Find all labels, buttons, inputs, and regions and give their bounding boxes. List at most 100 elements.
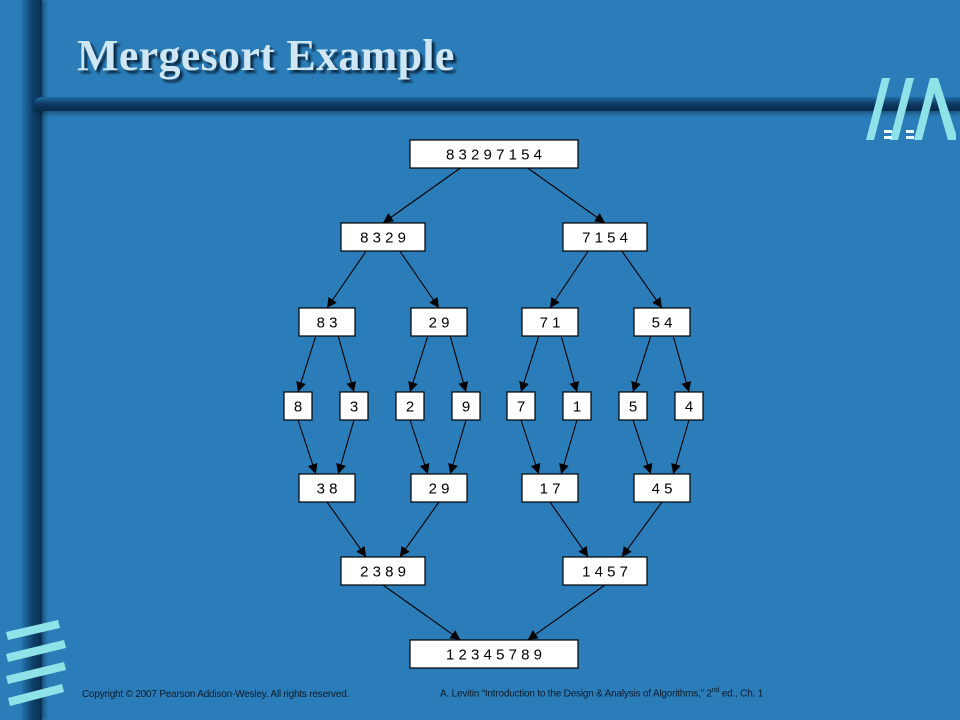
array-node-label: 8 3 2 9 7 1 5 4: [446, 147, 542, 164]
array-node-13: 5: [618, 391, 648, 421]
array-node-label: 2 3 8 9: [360, 564, 406, 581]
citation-text: A. Levitin “Introduction to the Design &…: [440, 688, 712, 700]
array-node-box: [562, 391, 592, 421]
citation-text-end: ed., Ch. 1: [719, 688, 764, 700]
array-node-label: 7 1 5 4: [582, 230, 628, 247]
array-node-label: 2: [406, 399, 414, 416]
array-node-box: [340, 222, 426, 252]
tree-edge-6: [296, 335, 317, 393]
array-node-16: 2 9: [410, 473, 468, 503]
tree-edge-10: [519, 335, 540, 393]
array-node-label: 1 7: [540, 481, 561, 498]
tree-edge-16: [409, 419, 430, 475]
array-node-box: [340, 556, 426, 586]
array-node-label: 2 9: [429, 315, 450, 332]
array-node-label: 3: [350, 399, 358, 416]
array-node-label: 4 5: [652, 481, 673, 498]
array-node-4: 2 9: [410, 307, 468, 337]
array-node-20: 1 4 5 7: [562, 556, 648, 586]
array-node-15: 3 8: [298, 473, 356, 503]
array-node-box: [283, 391, 313, 421]
array-node-label: 7 1: [540, 315, 561, 332]
array-node-box: [521, 307, 579, 337]
array-node-box: [410, 473, 468, 503]
array-node-label: 3 8: [317, 481, 338, 498]
array-node-box: [633, 473, 691, 503]
array-node-label: 8 3 2 9: [360, 230, 406, 247]
array-node-box: [298, 307, 356, 337]
tree-edge-1: [527, 167, 606, 224]
tree-edge-18: [520, 419, 541, 475]
array-node-5: 7 1: [521, 307, 579, 337]
array-node-label: 1 2 3 4 5 7 8 9: [446, 647, 542, 664]
array-node-8: 3: [339, 391, 369, 421]
array-node-box: [562, 222, 648, 252]
tree-edge-20: [632, 419, 653, 475]
tree-edge-22: [326, 501, 367, 558]
array-node-label: 8 3: [317, 315, 338, 332]
tree-edge-15: [336, 419, 355, 475]
array-node-6: 5 4: [633, 307, 691, 337]
array-node-label: 1 4 5 7: [582, 564, 628, 581]
tree-edge-4: [549, 250, 589, 309]
array-node-box: [409, 639, 579, 669]
tree-edge-24: [549, 501, 589, 558]
array-node-label: 2 9: [429, 481, 450, 498]
tree-edge-2: [326, 250, 367, 309]
tree-edge-17: [448, 419, 467, 475]
array-node-box: [674, 391, 704, 421]
array-node-label: 8: [294, 399, 302, 416]
title-underline-bar: [34, 97, 960, 111]
array-node-box: [451, 391, 481, 421]
array-node-box: [298, 473, 356, 503]
tree-edge-5: [621, 250, 663, 309]
array-node-3: 8 3: [298, 307, 356, 337]
tree-edge-9: [449, 335, 469, 393]
left-decorative-bar: [22, 0, 42, 720]
array-node-box: [618, 391, 648, 421]
array-node-box: [395, 391, 425, 421]
array-node-label: 4: [685, 399, 693, 416]
array-node-7: 8: [283, 391, 313, 421]
array-node-box: [409, 139, 579, 169]
array-node-11: 7: [506, 391, 536, 421]
decorative-stripes-icon: [6, 620, 66, 706]
tree-edge-12: [631, 335, 652, 393]
array-node-box: [410, 307, 468, 337]
citation-superscript: nd: [711, 687, 720, 694]
array-node-label: 1: [573, 399, 581, 416]
array-node-12: 1: [562, 391, 592, 421]
array-node-0: 8 3 2 9 7 1 5 4: [409, 139, 579, 169]
array-node-box: [521, 473, 579, 503]
tree-edge-7: [337, 335, 357, 393]
array-node-10: 9: [451, 391, 481, 421]
array-node-box: [633, 307, 691, 337]
tree-edge-25: [621, 501, 663, 558]
citation-footer: A. Levitin “Introduction to the Design &…: [440, 687, 763, 699]
copyright-notice: Copyright © 2007 Pearson Addison-Wesley.…: [82, 689, 350, 700]
array-node-17: 1 7: [521, 473, 579, 503]
array-node-18: 4 5: [633, 473, 691, 503]
tree-edge-8: [408, 335, 429, 393]
array-node-14: 4: [674, 391, 704, 421]
array-node-label: 9: [462, 399, 470, 416]
tree-edge-0: [382, 167, 461, 224]
array-node-label: 5 4: [652, 315, 673, 332]
tree-edge-19: [559, 419, 578, 475]
array-node-box: [339, 391, 369, 421]
tree-edge-3: [399, 250, 440, 309]
slide-title: Mergesort Example: [77, 31, 455, 80]
tree-edge-27: [527, 584, 606, 641]
array-node-19: 2 3 8 9: [340, 556, 426, 586]
tree-edge-11: [560, 335, 580, 393]
array-node-1: 8 3 2 9: [340, 222, 426, 252]
array-node-box: [562, 556, 648, 586]
array-node-label: 5: [629, 399, 637, 416]
array-node-box: [506, 391, 536, 421]
array-node-9: 2: [395, 391, 425, 421]
brand-logo-icon: [866, 78, 956, 140]
tree-edge-23: [399, 501, 440, 558]
array-node-2: 7 1 5 4: [562, 222, 648, 252]
tree-edge-21: [671, 419, 690, 475]
